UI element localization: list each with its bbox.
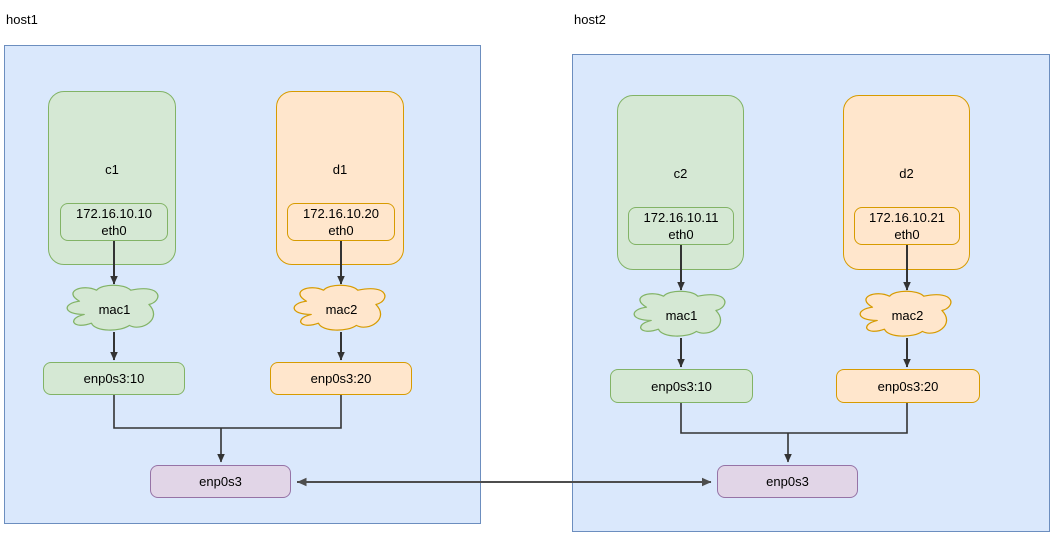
container-d1-ip: 172.16.10.20 xyxy=(303,206,379,221)
nic-alias-enp0s3-20-host1[interactable]: enp0s3:20 xyxy=(270,362,412,395)
cloud-shape-icon xyxy=(859,290,952,337)
container-c2-iface-name: eth0 xyxy=(668,227,694,242)
container-d2-interface[interactable]: 172.16.10.21 eth0 xyxy=(854,207,960,245)
container-c2-interface[interactable]: 172.16.10.11 eth0 xyxy=(628,207,734,245)
cloud-shape-icon xyxy=(66,284,159,331)
container-d1-title: d1 xyxy=(332,162,348,177)
container-c2-title: c2 xyxy=(673,166,688,181)
container-d2-ip: 172.16.10.21 xyxy=(869,210,945,225)
host1-label: host1 xyxy=(6,12,38,27)
physical-nic-enp0s3-host1[interactable]: enp0s3 xyxy=(150,465,291,498)
container-d2-iface-name: eth0 xyxy=(894,227,920,242)
container-c2-ip: 172.16.10.11 xyxy=(643,210,719,225)
cloud-shape-icon xyxy=(633,290,726,337)
container-d2-title: d2 xyxy=(899,166,914,181)
cloud-mac1-host1[interactable]: mac1 xyxy=(66,284,163,332)
nic-alias-enp0s3-20-host2[interactable]: enp0s3:20 xyxy=(836,369,980,403)
container-d1-interface[interactable]: 172.16.10.20 eth0 xyxy=(287,203,395,241)
physical-nic-enp0s3-host2[interactable]: enp0s3 xyxy=(717,465,858,498)
cloud-mac1-host2[interactable]: mac1 xyxy=(633,290,730,338)
cloud-shape-icon xyxy=(293,284,386,331)
cloud-mac2-host1[interactable]: mac2 xyxy=(293,284,390,332)
container-c1-ip: 172.16.10.10 xyxy=(76,206,152,221)
nic-alias-enp0s3-10-host1[interactable]: enp0s3:10 xyxy=(43,362,185,395)
cloud-mac2-host2[interactable]: mac2 xyxy=(859,290,956,338)
container-c1-iface-name: eth0 xyxy=(101,223,127,238)
container-c1-title: c1 xyxy=(105,162,119,177)
container-c1-interface[interactable]: 172.16.10.10 eth0 xyxy=(60,203,168,241)
host2-label: host2 xyxy=(574,12,606,27)
nic-alias-enp0s3-10-host2[interactable]: enp0s3:10 xyxy=(610,369,753,403)
container-d1-iface-name: eth0 xyxy=(328,223,354,238)
